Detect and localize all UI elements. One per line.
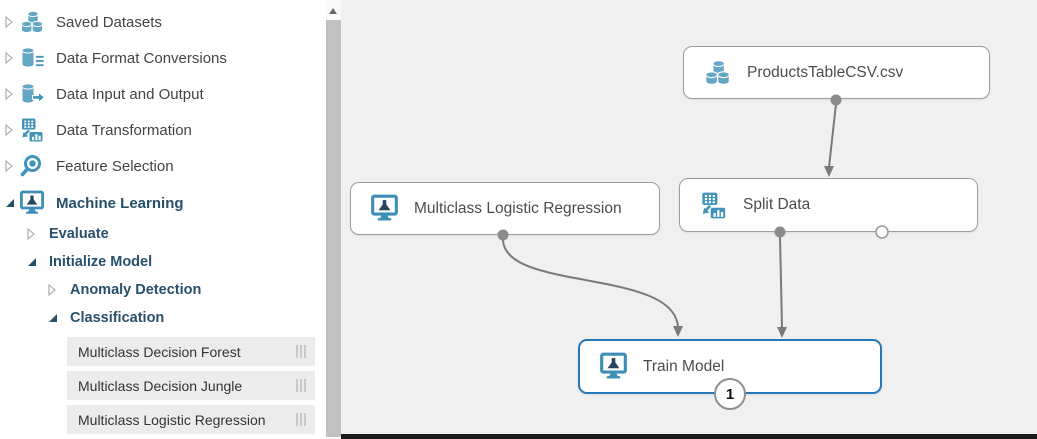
sidebar-item-anomaly-detection[interactable]: Anomaly Detection [48, 276, 201, 304]
sidebar-item-initialize-model[interactable]: Initialize Model [27, 248, 152, 276]
module-item-label: Multiclass Logistic Regression [78, 411, 266, 428]
magnifier-icon [19, 153, 45, 179]
drag-grip-icon[interactable] [296, 345, 306, 358]
module-item-label: Multiclass Decision Jungle [78, 377, 243, 394]
chevron-expanded-icon[interactable] [5, 198, 19, 208]
module-palette-sidebar: Saved Datasets Data Format Conversions [0, 0, 326, 439]
sidebar-item-label: Evaluate [49, 226, 109, 242]
chevron-right-icon[interactable] [48, 284, 62, 296]
sidebar-item-feature-selection[interactable]: Feature Selection [5, 152, 174, 180]
sidebar-item-saved-datasets[interactable]: Saved Datasets [5, 8, 162, 36]
canvas-bottom-bar [341, 434, 1037, 439]
sidebar-item-label: Data Transformation [56, 121, 192, 139]
chevron-right-icon[interactable] [5, 88, 19, 100]
database-stack-icon [703, 58, 732, 87]
node-label: Multiclass Logistic Regression [414, 199, 622, 217]
sidebar-item-classification[interactable]: Classification [48, 304, 164, 332]
edge-dataset-to-splitdata [828, 103, 837, 168]
drag-grip-icon[interactable] [296, 379, 306, 392]
sidebar-item-data-transformation[interactable]: Data Transformation [5, 116, 192, 144]
sidebar-item-label: Classification [70, 310, 165, 326]
arrowhead-icon [777, 327, 787, 338]
sidebar-item-label: Saved Datasets [56, 13, 162, 31]
sidebar-item-machine-learning[interactable]: Machine Learning [5, 189, 184, 217]
sidebar-item-data-format-conversions[interactable]: Data Format Conversions [5, 44, 227, 72]
sidebar-item-label: Initialize Model [49, 254, 153, 270]
experiment-canvas[interactable]: ProductsTableCSV.csv Multiclass Logistic… [341, 0, 1037, 439]
module-item-multiclass-decision-forest[interactable]: Multiclass Decision Forest [67, 337, 315, 366]
node-train-model[interactable]: Train Model 1 [578, 339, 882, 410]
arrowhead-icon [824, 166, 834, 177]
edge-splitdata-to-trainmodel [779, 236, 783, 329]
sidebar-item-data-input-and-output[interactable]: Data Input and Output [5, 80, 204, 108]
chevron-right-icon[interactable] [5, 52, 19, 64]
grid-chart-icon [19, 117, 45, 143]
module-item-multiclass-decision-jungle[interactable]: Multiclass Decision Jungle [67, 371, 315, 400]
chevron-right-icon[interactable] [5, 16, 19, 28]
sidebar-item-evaluate[interactable]: Evaluate [27, 220, 109, 248]
edge-mlr-to-trainmodel [502, 239, 679, 329]
database-lines-icon [19, 45, 45, 71]
chevron-right-icon[interactable] [27, 228, 41, 240]
scrollbar-up-arrow-icon[interactable] [329, 8, 337, 14]
chevron-right-icon[interactable] [5, 124, 19, 136]
database-stack-icon [19, 9, 45, 35]
drag-grip-icon[interactable] [296, 413, 306, 426]
database-arrow-icon [19, 81, 45, 107]
sidebar-item-label: Data Input and Output [56, 85, 204, 103]
node-order-badge-number: 1 [725, 385, 735, 403]
sidebar-item-label: Machine Learning [56, 194, 184, 212]
chevron-expanded-icon[interactable] [48, 313, 62, 323]
node-order-badge: 1 [714, 378, 746, 410]
ml-monitor-icon [370, 194, 399, 223]
node-split-data[interactable]: Split Data [679, 178, 978, 232]
grid-chart-icon [699, 191, 728, 220]
ml-monitor-icon [19, 190, 45, 216]
node-productstablecsv-csv[interactable]: ProductsTableCSV.csv [683, 46, 990, 99]
sidebar-item-label: Feature Selection [56, 157, 174, 175]
chevron-right-icon[interactable] [5, 160, 19, 172]
sidebar-item-label: Data Format Conversions [56, 49, 227, 67]
chevron-expanded-icon[interactable] [27, 257, 41, 267]
node-label: Train Model [643, 357, 725, 375]
sidebar-scrollbar[interactable] [326, 0, 341, 439]
module-item-multiclass-logistic-regression[interactable]: Multiclass Logistic Regression [67, 405, 315, 434]
ml-monitor-icon [599, 352, 628, 381]
arrowhead-icon [673, 326, 683, 337]
scrollbar-thumb[interactable] [326, 20, 341, 437]
node-multiclass-logistic-regression[interactable]: Multiclass Logistic Regression [350, 182, 660, 235]
node-label: Split Data [743, 196, 811, 213]
module-item-label: Multiclass Decision Forest [78, 343, 241, 360]
sidebar-item-label: Anomaly Detection [70, 282, 202, 298]
node-label: ProductsTableCSV.csv [747, 63, 904, 81]
